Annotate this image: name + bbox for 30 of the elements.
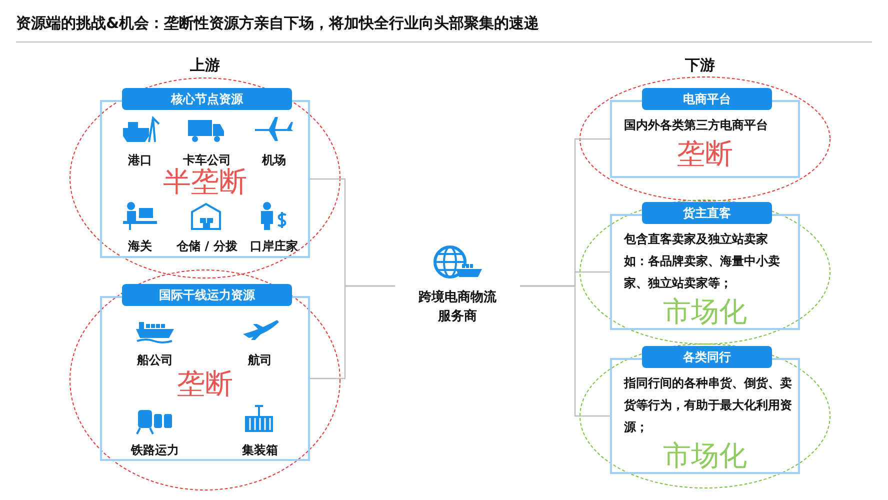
stamp-text: 垄断 [177, 367, 233, 400]
stamp-text: 垄断 [677, 137, 733, 170]
item-label: 航司 [248, 353, 272, 367]
section-heading: 下游 [685, 56, 715, 75]
body-text: 指同行间的各种串货、倒货、卖货等行为，有助于最大化利用资源； [624, 375, 792, 436]
item-label: 机场 [262, 153, 286, 167]
stamp-text: 市场化 [663, 295, 747, 328]
body-text: 国内外各类第三方电商平台 [624, 117, 769, 134]
tab-label: 各类同行 [642, 346, 772, 368]
stamp-text: 半垄断 [163, 165, 247, 198]
tab-label: 货主直客 [642, 202, 772, 224]
item-label: 船公司 [137, 353, 173, 367]
connector-line [310, 285, 395, 380]
tab-label: 国际干线运力资源 [122, 284, 292, 306]
item-label: 铁路运力 [131, 443, 179, 457]
item-label: 港口 [128, 153, 152, 167]
item-label: 口岸庄家 [250, 239, 298, 253]
item-label: 集装箱 [242, 443, 278, 457]
connector-line [520, 285, 610, 417]
body-text: 包含直客卖家及独立站卖家 [624, 231, 769, 248]
item-label: 海关 [128, 239, 152, 253]
tab-label: 电商平台 [642, 88, 772, 110]
item-label: 仓储 / 分拨 [176, 239, 238, 253]
item-label: 卡车公司 [183, 153, 231, 167]
tab-label: 核心节点资源 [122, 88, 292, 110]
title: 资源端的挑战&机会：垄断性资源方亲自下场，将加快全行业向头部聚集的速递 [16, 14, 540, 33]
node-label: 跨境电商物流服务商 [418, 288, 498, 326]
body-text: 如：各品牌卖家、海量中小卖家、独立站卖家等； [624, 253, 781, 292]
section-heading: 上游 [190, 56, 220, 75]
stamp-text: 市场化 [663, 439, 747, 472]
